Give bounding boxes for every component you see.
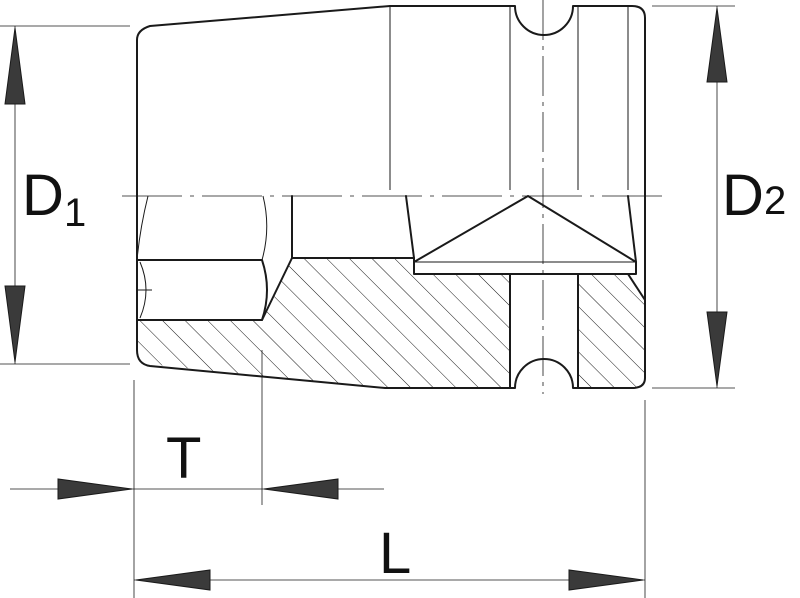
dimension-d1: D 1: [0, 25, 130, 365]
drill-point-cone: [413, 195, 637, 263]
arrowhead-icon: [568, 569, 644, 591]
hex-facet-left-top: [136, 195, 149, 261]
outer-contour: [136, 5, 646, 389]
socket-outline: [136, 5, 646, 389]
center-lines: [122, 0, 662, 394]
drive-chamfer: [627, 273, 646, 301]
arrowhead-icon: [4, 27, 26, 105]
arrowhead-icon: [263, 478, 339, 500]
arrowhead-icon: [706, 7, 728, 83]
d2-label: D: [722, 163, 764, 228]
arrowhead-icon: [135, 569, 211, 591]
section-hatch: [137, 258, 645, 388]
drive-square: [413, 195, 637, 275]
arrowhead-icon: [57, 478, 133, 500]
arrowhead-icon: [4, 285, 26, 363]
hatch-right-end: [578, 274, 645, 388]
d1-subscript: 1: [64, 191, 86, 235]
hatch-left-wall: [137, 320, 262, 376]
d1-label: D: [22, 163, 64, 228]
arrowhead-icon: [706, 311, 728, 387]
l-label: L: [379, 521, 411, 586]
hatch-bottom-body: [262, 258, 510, 388]
hex-facet-right-top: [261, 195, 268, 261]
bore-step: [291, 195, 415, 259]
hex-inner-arc: [139, 261, 147, 319]
dimension-d2: D 2: [652, 5, 786, 389]
dimension-l: L: [134, 400, 646, 598]
dimension-t: T: [10, 350, 384, 598]
hex-recess-left: [136, 259, 268, 321]
d2-subscript: 2: [764, 179, 786, 223]
t-label: T: [166, 426, 201, 491]
